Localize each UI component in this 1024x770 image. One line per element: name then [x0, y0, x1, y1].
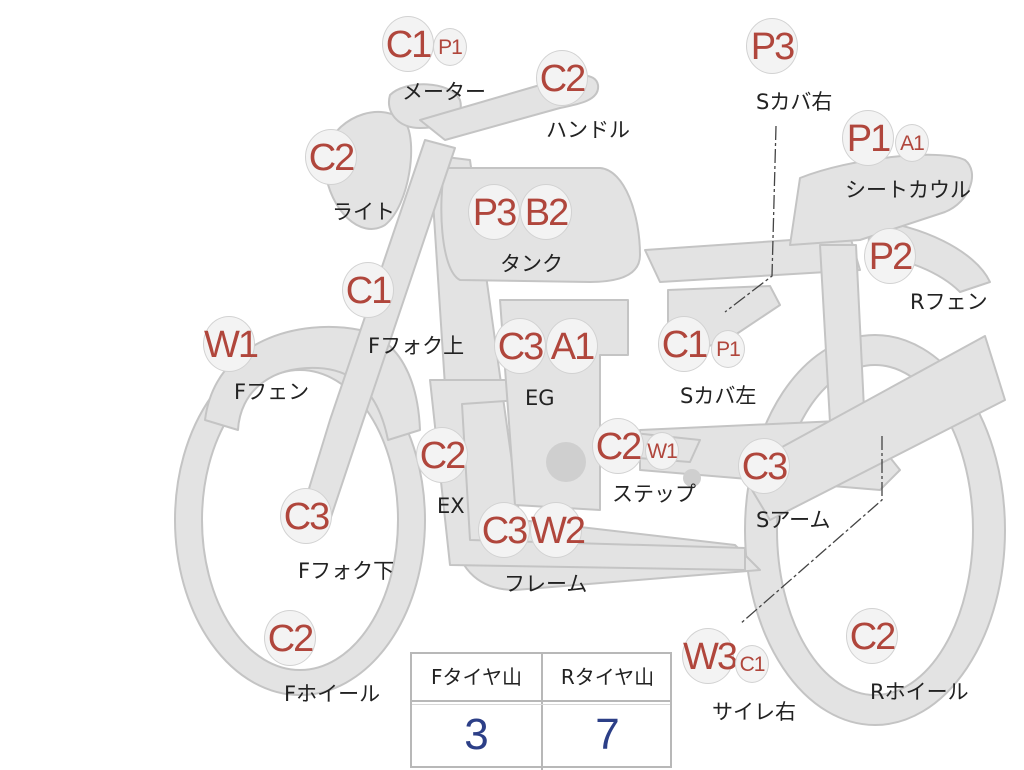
label-fork-upper: Fフォク上: [368, 330, 464, 360]
label-rear-wheel: Rホイール: [870, 676, 969, 706]
label-front-wheel: Fホイール: [284, 678, 380, 708]
badge-light-c2: C2: [305, 129, 357, 185]
badge-fork-lower-c3: C3: [280, 488, 332, 544]
badge-tank-b2: B2: [520, 184, 572, 240]
front-tire-tread-header: Fタイヤ山: [412, 654, 541, 700]
badge-frame-c3: C3: [478, 502, 530, 558]
label-handle: ハンドル: [546, 114, 630, 144]
badge-swing-arm-c3: C3: [738, 438, 790, 494]
badge-front-fender-w1: W1: [203, 316, 255, 372]
label-rear-fender: Rフェン: [910, 286, 988, 316]
label-meter: メーター: [402, 76, 486, 106]
badge-side-cover-left-p1: P1: [711, 330, 745, 368]
badge-frame-w2: W2: [530, 502, 582, 558]
badge-handle-c2: C2: [536, 50, 588, 106]
badge-rear-fender-p2: P2: [864, 228, 916, 284]
badge-engine-c3: C3: [494, 318, 546, 374]
badge-step-c2: C2: [592, 418, 644, 474]
label-front-fender: Fフェン: [234, 376, 309, 406]
badge-front-wheel-c2: C2: [264, 610, 316, 666]
badge-engine-a1: A1: [546, 318, 598, 374]
badge-meter-c1: C1: [382, 16, 434, 72]
rear-tire-tread-value: 7: [543, 704, 672, 766]
label-exhaust: EX: [437, 494, 465, 518]
badge-meter-p1: P1: [433, 28, 467, 66]
label-silencer-right: サイレ右: [712, 696, 796, 726]
label-fork-lower: Fフォク下: [298, 555, 394, 585]
label-tank: タンク: [500, 248, 563, 278]
label-engine: EG: [525, 386, 555, 410]
front-tire-tread-value: 3: [412, 704, 541, 766]
leader-line-side-cover-right: [725, 126, 776, 312]
label-step: ステップ: [612, 478, 696, 508]
badge-seat-cowl-p1: P1: [842, 110, 894, 166]
badge-fork-upper-c1: C1: [342, 262, 394, 318]
label-swing-arm: Sアーム: [756, 504, 830, 534]
badge-side-cover-left-c1: C1: [658, 316, 710, 372]
tire-tread-table: Fタイヤ山 Rタイヤ山 3 7: [410, 652, 672, 768]
badge-seat-cowl-a1: A1: [895, 124, 929, 162]
label-light: ライト: [332, 196, 395, 226]
label-side-cover-left: Sカバ左: [680, 380, 756, 410]
label-side-cover-right: Sカバ右: [756, 86, 832, 116]
badge-silencer-right-c1: C1: [735, 645, 769, 683]
badge-tank-p3: P3: [468, 184, 520, 240]
rear-tire-tread-header: Rタイヤ山: [543, 654, 672, 700]
badge-step-w1: W1: [645, 432, 679, 470]
table-divider-horizontal: [412, 700, 670, 702]
badge-rear-wheel-c2: C2: [846, 608, 898, 664]
label-frame: フレーム: [504, 568, 587, 598]
badge-side-cover-right-p3: P3: [746, 18, 798, 74]
badge-silencer-right-w3: W3: [682, 628, 734, 684]
badge-exhaust-c2: C2: [416, 427, 468, 483]
label-seat-cowl: シートカウル: [845, 174, 971, 204]
engine-case-circle: [546, 442, 586, 482]
